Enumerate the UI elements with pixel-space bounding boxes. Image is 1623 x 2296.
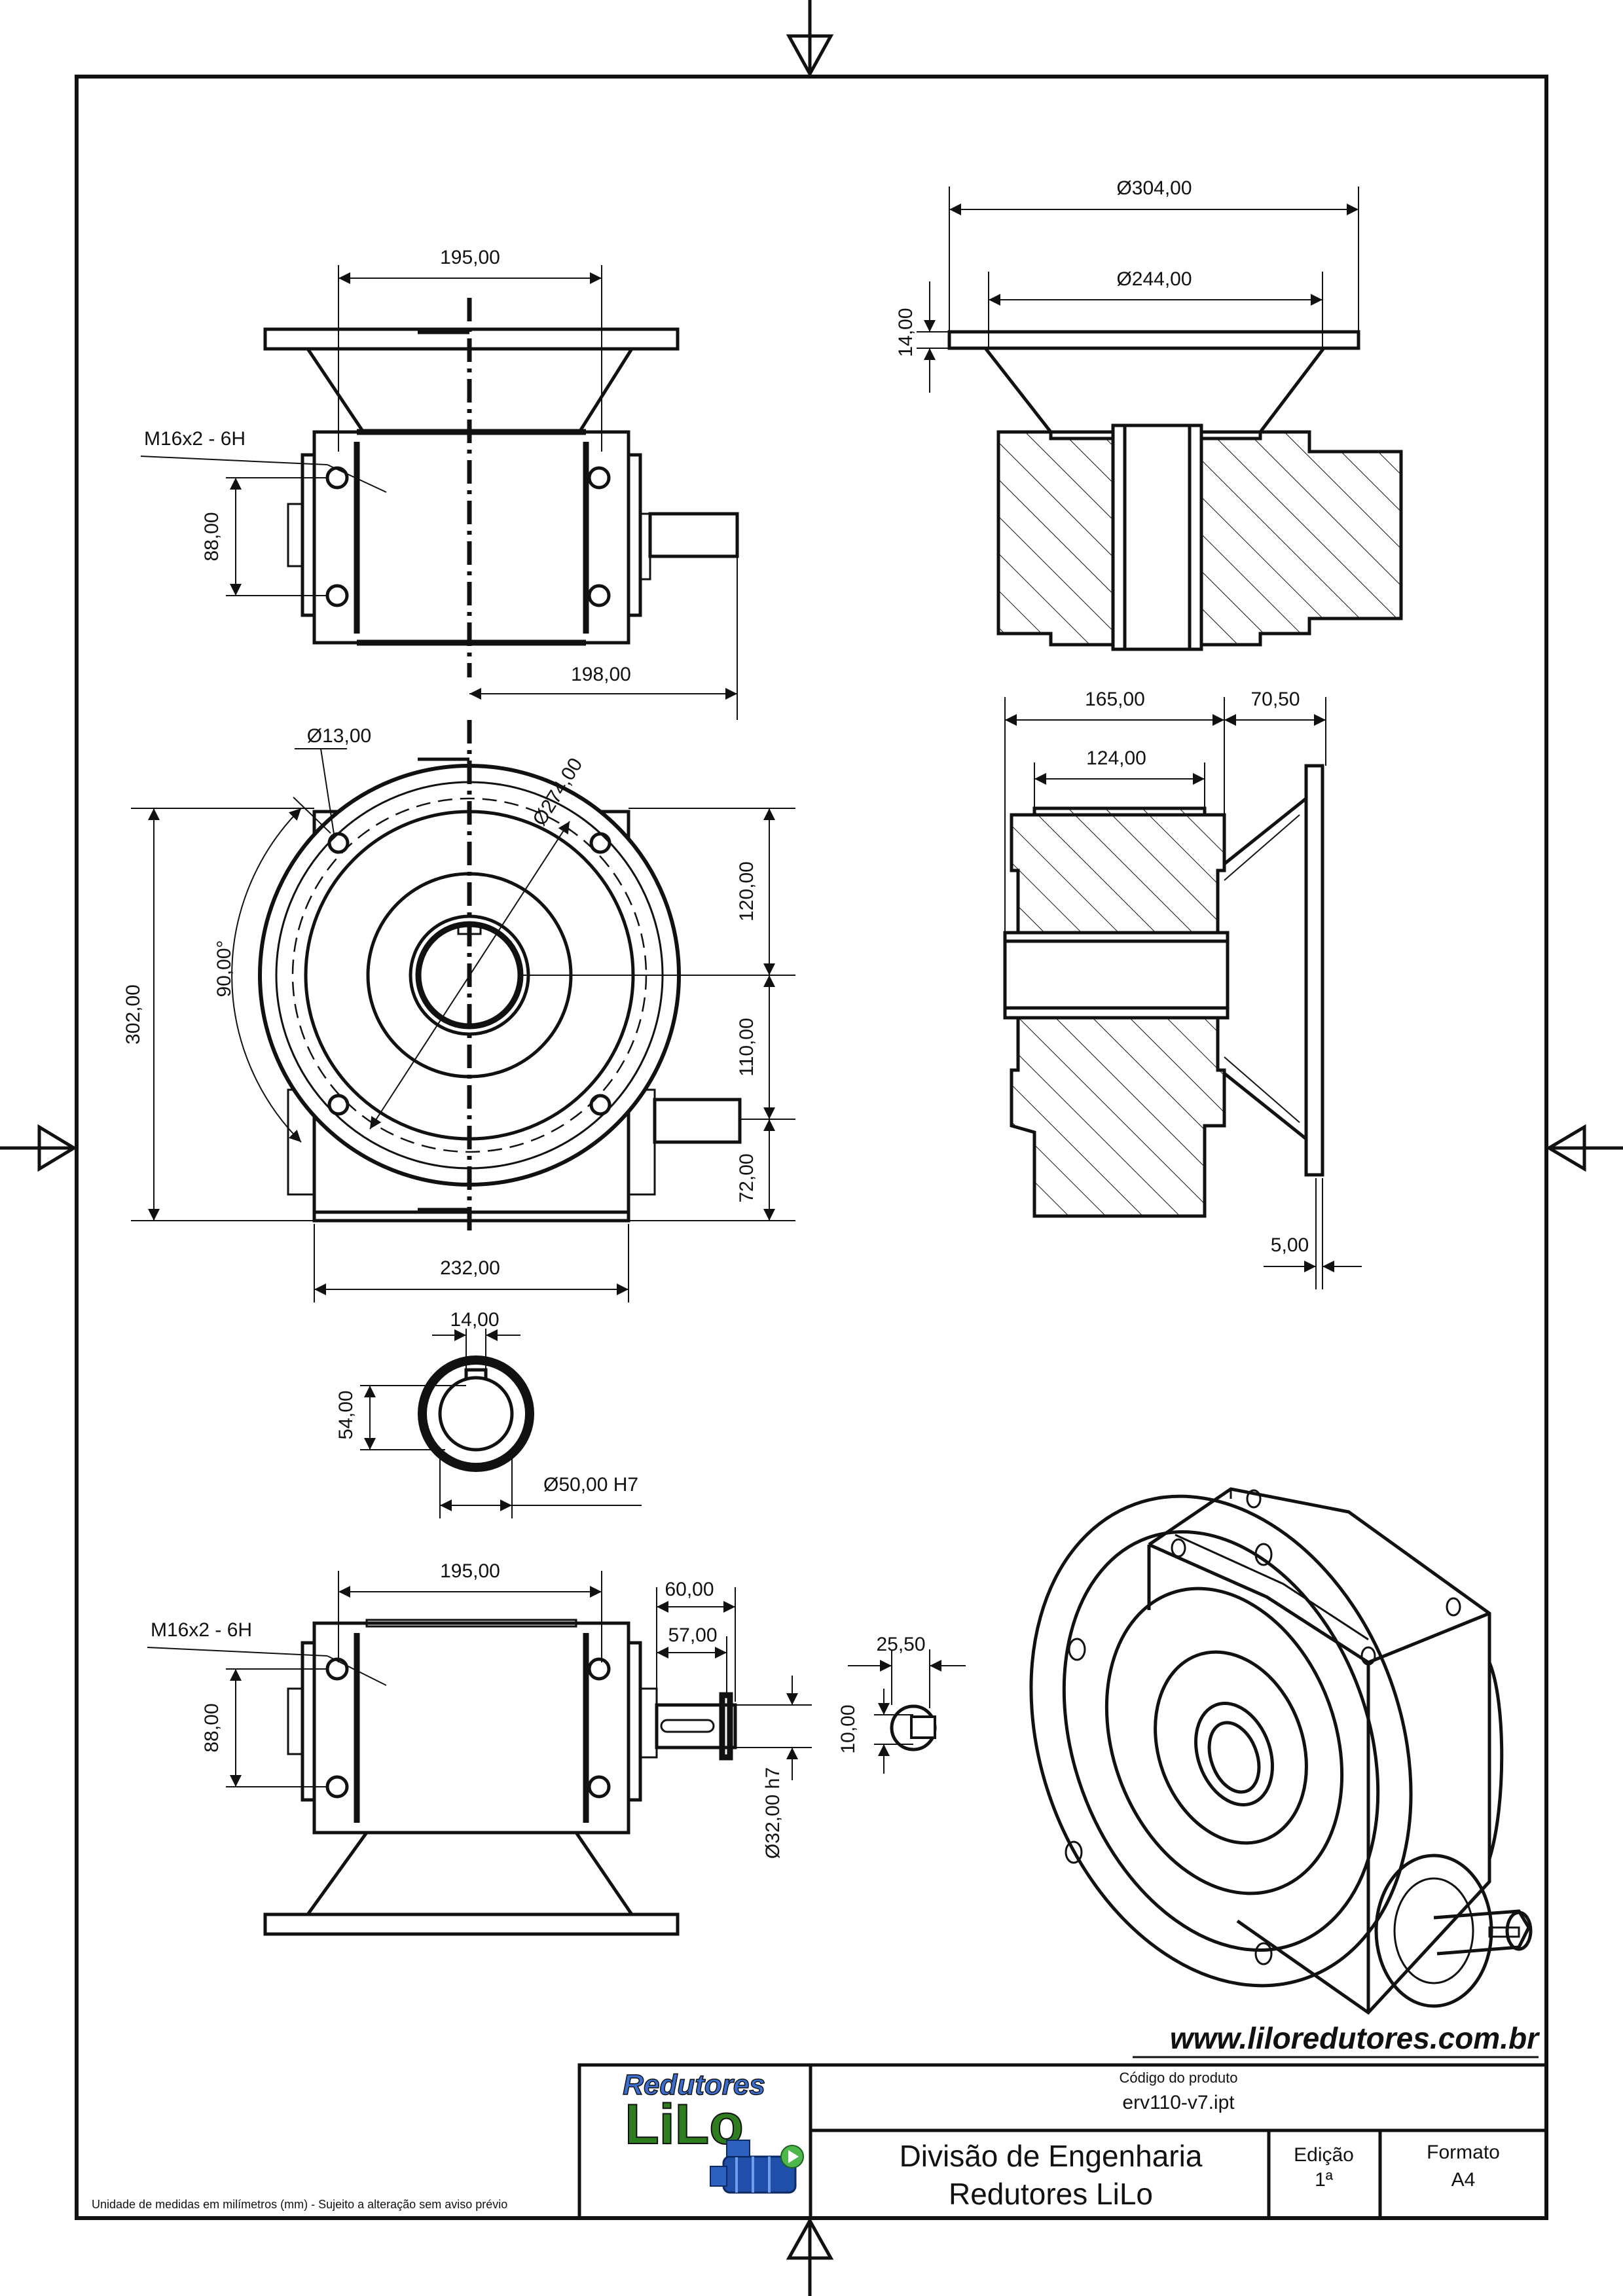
dim-side-inner: 124,00: [1086, 747, 1146, 769]
dim-front-lower: 110,00: [736, 1018, 757, 1077]
title-block-frame: [577, 2063, 1548, 2220]
division-line1: Divisão de Engenharia: [900, 2139, 1203, 2173]
dim-bore-key-width: 14,00: [450, 1309, 499, 1331]
dim-front-height: 302,00: [122, 984, 144, 1045]
logo-play-icon: [780, 2145, 804, 2168]
dim-front-shaft-height: 72,00: [736, 1153, 757, 1202]
dim-bottom-hole-spacing: 88,00: [201, 1703, 223, 1752]
bore-detail-view: [360, 1329, 642, 1518]
dim-side-flange-depth: 70,50: [1250, 689, 1300, 710]
edition-value: 1ª: [1315, 2169, 1334, 2191]
format-label: Formato: [1427, 2142, 1500, 2163]
dim-top-thread: M16x2 - 6H: [144, 428, 246, 450]
bottom-view: [147, 1571, 812, 1936]
website-url[interactable]: www.liloredutores.com.br: [1170, 2021, 1540, 2055]
front-view: [131, 720, 795, 1302]
top-view: [140, 265, 739, 720]
dim-bore-dia: Ø50,00 H7: [543, 1474, 638, 1496]
units-footnote: Unidade de medidas em milímetros (mm) - …: [92, 2198, 507, 2211]
dim-front-hole: Ø13,00: [307, 725, 371, 747]
dim-flange-inner: Ø244,00: [1116, 268, 1192, 290]
logo-motor-icon: [710, 2140, 797, 2194]
logo-line2: LiLo: [625, 2093, 744, 2156]
format-value: A4: [1451, 2169, 1476, 2191]
dim-top-width: 195,00: [440, 247, 500, 268]
dim-bottom-shaft-57: 57,00: [668, 1624, 717, 1646]
dim-front-upper: 120,00: [736, 861, 757, 922]
dim-bottom-width: 195,00: [440, 1560, 500, 1582]
dim-flange-outer: Ø304,00: [1116, 177, 1192, 199]
dim-side-plate: 5,00: [1271, 1234, 1309, 1256]
dim-flange-thickness: 14,00: [895, 308, 917, 357]
side-section-view: [1003, 697, 1362, 1289]
dim-key-width: 25,50: [876, 1634, 925, 1655]
dim-key-height: 10,00: [837, 1704, 859, 1753]
company-logo: Redutores LiLo: [622, 2068, 804, 2194]
dim-front-angle: 90,00°: [213, 940, 235, 997]
logo-line1: Redutores: [623, 2069, 765, 2101]
dim-front-width: 232,00: [440, 1257, 500, 1279]
dim-bottom-shaft-60: 60,00: [665, 1579, 714, 1600]
dim-side-length: 165,00: [1085, 689, 1145, 710]
code-label: Código do produto: [1119, 2070, 1237, 2086]
edition-label: Edição: [1294, 2144, 1354, 2166]
key-detail-view: [848, 1649, 966, 1774]
isometric-view: [1029, 1487, 1533, 2015]
dim-bore-key-height: 54,00: [335, 1390, 357, 1439]
section-flange-view: [917, 187, 1403, 651]
division-line2: Redutores LiLo: [949, 2177, 1153, 2211]
code-value: erv110-v7.ipt: [1122, 2092, 1235, 2113]
dim-bottom-thread: M16x2 - 6H: [151, 1619, 252, 1641]
dim-top-hole-spacing: 88,00: [201, 512, 223, 561]
dim-top-shaft-length: 198,00: [571, 664, 631, 685]
dim-bottom-shaft-dia: Ø32,00 h7: [762, 1767, 784, 1859]
